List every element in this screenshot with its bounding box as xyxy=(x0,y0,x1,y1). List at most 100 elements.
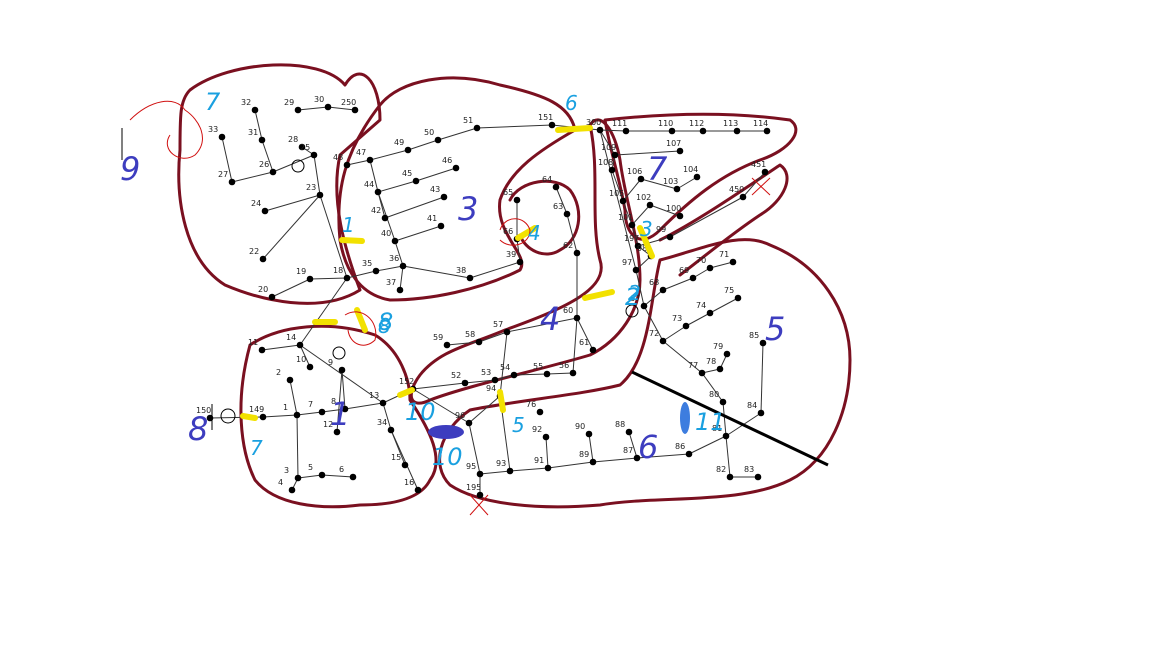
bus-node xyxy=(640,302,648,310)
zone-number: 5 xyxy=(765,310,785,348)
network-edge xyxy=(272,154,315,173)
network-edge xyxy=(384,196,445,219)
bus-node xyxy=(465,419,473,427)
bus-node-label: 13 xyxy=(369,391,379,400)
bus-node xyxy=(548,121,556,129)
bus-node xyxy=(269,168,277,176)
zone-number: 1 xyxy=(330,395,350,433)
bus-node-label: 84 xyxy=(747,401,757,410)
bus-node xyxy=(379,399,387,407)
bus-node-label: 64 xyxy=(542,175,552,184)
bus-node-label: 66 xyxy=(503,227,513,236)
bus-node-label: 114 xyxy=(753,119,768,128)
bus-node xyxy=(693,173,701,181)
bus-node-label: 86 xyxy=(675,442,685,451)
bus-node-label: 72 xyxy=(649,329,659,338)
bus-node xyxy=(673,185,681,193)
bus-node xyxy=(637,175,645,183)
bus-node-label: 88 xyxy=(615,420,625,429)
zone-boundary-upper-right xyxy=(603,112,798,241)
bus-node-label: 112 xyxy=(689,119,704,128)
zone-boundary-lower-left xyxy=(239,324,438,509)
bus-node-label: 75 xyxy=(724,286,734,295)
transformer-icon xyxy=(220,408,236,424)
switch-number: 5 xyxy=(512,413,525,437)
network-edge xyxy=(336,369,343,433)
bus-node xyxy=(268,293,276,301)
bus-node xyxy=(628,221,636,229)
bus-node-label: 92 xyxy=(532,425,542,434)
bus-node-label: 101 xyxy=(618,213,633,222)
network-edge xyxy=(369,149,409,161)
bus-node xyxy=(261,207,269,215)
bus-node xyxy=(763,127,771,135)
bus-node xyxy=(619,197,627,205)
bus-node xyxy=(510,371,518,379)
network-edge xyxy=(468,422,481,475)
bus-node-label: 62 xyxy=(563,241,573,250)
bus-node-label: 80 xyxy=(709,390,719,399)
zone-number: 7 xyxy=(647,150,668,188)
bus-node xyxy=(506,467,514,475)
bus-node-label: 34 xyxy=(377,418,387,427)
bus-node-label: 68 xyxy=(649,278,659,287)
bus-node xyxy=(585,430,593,438)
bus-node-label: 106 xyxy=(627,167,642,176)
network-edge xyxy=(635,269,645,307)
network-edge xyxy=(319,194,348,279)
network-edge xyxy=(271,278,311,298)
bus-node-label: 151 xyxy=(538,113,553,122)
bus-node xyxy=(412,177,420,185)
bus-node-label: 85 xyxy=(749,331,759,340)
network-edge xyxy=(576,317,594,351)
bus-node xyxy=(625,428,633,436)
zone-boundary-upper-left xyxy=(177,63,382,305)
bus-node xyxy=(452,164,460,172)
bus-node xyxy=(434,136,442,144)
red-scribble xyxy=(344,311,377,346)
network-edge xyxy=(221,136,233,183)
bus-node xyxy=(259,255,267,263)
bus-node xyxy=(316,191,324,199)
switch-marker xyxy=(515,225,538,241)
network-edge xyxy=(478,331,508,343)
bus-node xyxy=(722,432,730,440)
bus-node-label: 108 xyxy=(598,158,613,167)
bus-node xyxy=(324,103,332,111)
bus-node xyxy=(589,346,597,354)
fault-marker xyxy=(680,402,690,434)
bus-node xyxy=(676,212,684,220)
zone-number: 11 xyxy=(695,408,726,436)
switch-number: 6 xyxy=(565,91,578,115)
network-edge xyxy=(476,124,553,129)
bus-node xyxy=(666,233,674,241)
bus-node xyxy=(734,294,742,302)
bus-node xyxy=(668,127,676,135)
bus-node-label: 20 xyxy=(258,285,268,294)
bus-node xyxy=(589,458,597,466)
bus-node xyxy=(473,124,481,132)
bus-node xyxy=(399,262,407,270)
bus-node xyxy=(296,341,304,349)
bus-node xyxy=(632,266,640,274)
bus-node-label: 150 xyxy=(196,406,211,415)
bus-node-label: 83 xyxy=(744,465,754,474)
network-edge xyxy=(446,341,480,346)
bus-node-label: 104 xyxy=(683,165,698,174)
bus-node-label: 45 xyxy=(402,169,412,178)
bus-node xyxy=(563,210,571,218)
bus-node xyxy=(381,214,389,222)
bus-node-label: 110 xyxy=(658,119,673,128)
network-edge xyxy=(636,453,690,459)
bus-node xyxy=(739,193,747,201)
bus-node-label: 16 xyxy=(404,478,414,487)
bus-node-label: 113 xyxy=(723,119,738,128)
bus-node xyxy=(761,168,769,176)
bus-node xyxy=(682,322,690,330)
network-edge xyxy=(297,106,329,111)
bus-node-label: 32 xyxy=(241,98,251,107)
bus-node xyxy=(757,409,765,417)
bus-node-label: 111 xyxy=(612,119,627,128)
bus-node xyxy=(699,127,707,135)
